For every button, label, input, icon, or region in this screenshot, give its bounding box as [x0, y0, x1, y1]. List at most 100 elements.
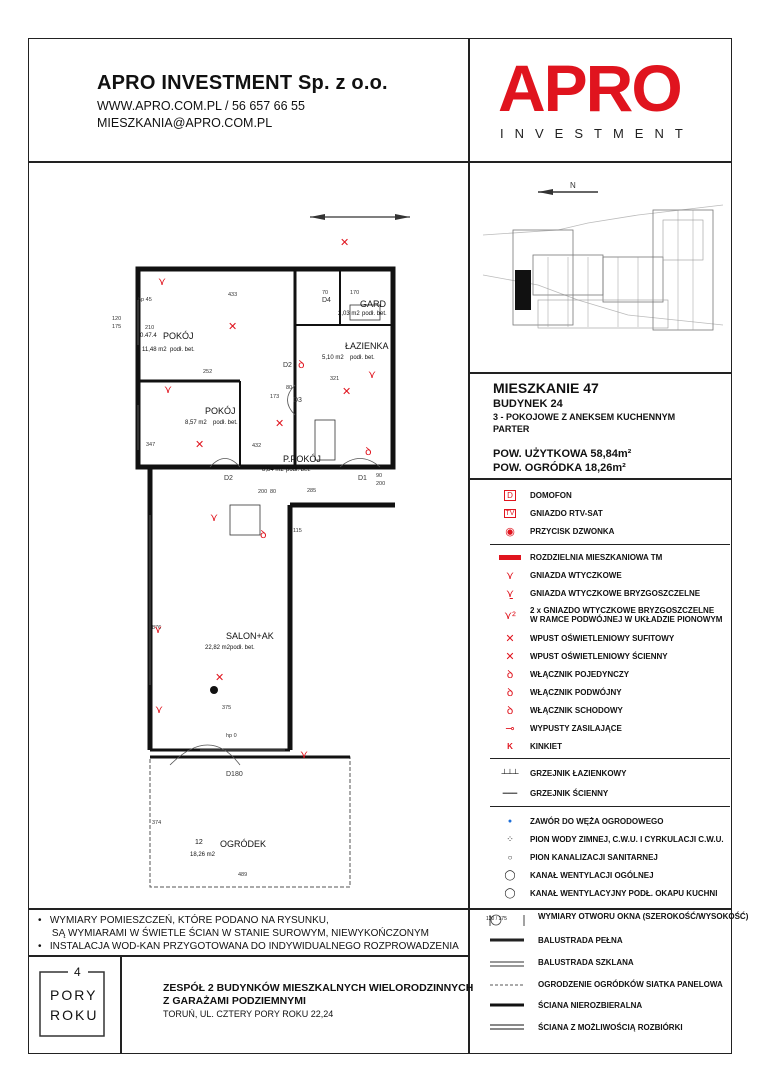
dimension: 285 — [307, 488, 317, 494]
hood-ventilation-icon: ◯ — [504, 887, 516, 899]
footer-title-1: ZESPÓŁ 2 BUDYNKÓW MIESZKALNYCH WIELORODZ… — [163, 982, 474, 994]
splashproof-socket-icon: ⋎̱ — [505, 587, 515, 600]
door-tag: D3 — [293, 397, 302, 404]
dimension: 321 — [330, 376, 340, 382]
area-usable: POW. UŻYTKOWA 58,84m² — [493, 448, 632, 460]
dimension: 489 — [238, 872, 248, 878]
staircase-switch-icon: ꝺ — [506, 704, 514, 717]
ceiling-light-icon: ✕ — [505, 632, 515, 645]
wall-radiator-icon: ━━━ — [502, 788, 518, 798]
dimension: 374 — [152, 820, 162, 826]
dimension: 115 — [293, 528, 302, 534]
divider-footer — [28, 955, 468, 957]
note-item: • WYMIARY POMIESZCZEŃ, KTÓRE PODANO NA R… — [38, 915, 329, 926]
room-number: 0.47.4 — [140, 333, 157, 339]
contact-email: MIESZKANIA@APRO.COM.PL — [97, 116, 273, 130]
divider-lines — [468, 908, 732, 910]
room-floor: podł. bet. — [230, 645, 255, 651]
sheet-frame — [28, 38, 732, 1054]
dimension: 70 — [322, 290, 329, 296]
room-name: SALON+AK — [226, 631, 274, 641]
room-name: POKÓJ — [163, 331, 194, 341]
legend-solid-railing: BALUSTRADA PEŁNA — [538, 936, 623, 945]
room-area: 18,26 m2 — [190, 852, 216, 858]
socket-mark: ⋎ — [164, 384, 173, 396]
water-riser-icon: ⁘ — [506, 833, 514, 844]
sconce-icon: K — [507, 741, 513, 751]
room-area: 8,57 m2 — [185, 420, 207, 426]
legend-item: ━━━ GRZEJNIK ŚCIENNY — [490, 784, 608, 802]
legend-item: ✕ WPUST OŚWIETLENIOWY SUFITOWY — [490, 629, 674, 647]
legend-item: ⋎̱ GNIAZDA WTYCZKOWE BRYZGOSZCZELNE — [490, 584, 700, 602]
floor-plan-drawing — [135, 214, 410, 888]
legend-item: ꝺ WŁĄCZNIK POJEDYNCZY — [490, 665, 629, 683]
legend-item: ◯ KANAŁ WENTYLACJI OGÓLNEJ — [490, 866, 653, 884]
apartment-building: BUDYNEK 24 — [493, 398, 563, 410]
socket-mark: ⋎ — [155, 704, 164, 716]
apartment-type: 3 - POKOJOWE Z ANEKSEM KUCHENNYM — [493, 412, 676, 422]
dimension: 876 — [152, 625, 162, 631]
dimension: 90 — [376, 473, 383, 479]
divider-notes — [28, 908, 468, 910]
switch-mark: ꝺ — [298, 359, 305, 371]
distribution-board-icon — [490, 550, 530, 564]
dimension: 200 — [258, 489, 268, 495]
door-tag: D2 — [224, 475, 233, 482]
dimension: 80 — [286, 385, 293, 391]
garden-valve-icon: ● — [507, 817, 513, 825]
legend-item: ꝺ WŁĄCZNIK PODWÓJNY — [490, 683, 622, 701]
switch-mark: ꝺ — [365, 446, 372, 458]
divider-info — [468, 372, 732, 374]
ventilation-icon: ◯ — [504, 869, 516, 881]
legend-item: ● ZAWÓR DO WĘŻA OGRODOWEGO — [490, 812, 664, 830]
company-name: APRO INVESTMENT Sp. z o.o. — [97, 72, 388, 94]
room-area: 5,10 m2 — [322, 355, 344, 361]
dimension: 432 — [252, 443, 262, 449]
dimension: 170 — [350, 290, 360, 296]
header-divider — [28, 161, 732, 163]
ceiling-light-mark: ✕ — [340, 237, 350, 249]
room-name: POKÓJ — [205, 406, 236, 416]
socket-mark: ⋎ — [154, 624, 163, 636]
room-floor: podł. bet. — [213, 420, 238, 426]
legend-item: ⊸ WYPUSTY ZASILAJĄCE — [490, 719, 621, 737]
dimension: 210 — [145, 325, 155, 331]
socket-mark: ⋎ — [300, 749, 309, 761]
line-legend: 120 / 175 WYMIARY OTWORU OKNA (SZEROKOŚĆ… — [482, 912, 748, 1050]
legend-removable-wall: ŚCIANA Z MOŻLIWOŚCIĄ ROZBIÓRKI — [538, 1023, 683, 1032]
dimension: 173 — [270, 394, 280, 400]
footer-address: TORUŃ, UL. CZTERY PORY ROKU 22,24 — [163, 1009, 334, 1019]
footer-title-2: Z GARAŻAMI PODZIEMNYMI — [163, 995, 306, 1007]
legend-window-dims: WYMIARY OTWORU OKNA (SZEROKOŚĆ/WYSOKOŚĆ) — [538, 912, 749, 921]
room-name: ŁAZIENKA — [345, 341, 389, 351]
room-floor: podł. bet. — [362, 311, 387, 317]
dimension: 200 — [376, 481, 386, 487]
legend-item: D DOMOFON — [490, 486, 572, 504]
site-plan-drawing: N — [482, 181, 724, 331]
legend-divider — [490, 806, 730, 807]
dimension: 80 — [270, 489, 277, 495]
apro-logo-sub: INVESTMENT — [500, 126, 694, 141]
ceiling-light-mark: ✕ — [195, 439, 205, 451]
legend-item: ○ PION KANALIZACJI SANITARNEJ — [490, 848, 658, 866]
legend-item: ⁘ PION WODY ZIMNEJ, C.W.U. I CYRKULACJI … — [490, 830, 723, 848]
door-tag: D180 — [226, 771, 243, 778]
legend: D DOMOFON TV GNIAZDO RTV-SAT ◉ PRZYCISK … — [490, 486, 730, 906]
window-dim-label: 120 / 175 — [486, 916, 507, 922]
power-outlet-icon: ⊸ — [505, 722, 515, 735]
line-legend-symbols — [489, 914, 525, 1030]
footer-right-divider — [468, 908, 470, 1054]
legend-divider — [490, 544, 730, 545]
north-label: N — [570, 181, 576, 190]
intercom-icon: D — [490, 488, 530, 502]
room-floor: podł. bet. — [286, 467, 311, 473]
divider-legend — [468, 478, 732, 480]
apro-logo: APRO — [498, 51, 683, 125]
notes: • WYMIARY POMIESZCZEŃ, KTÓRE PODANO NA R… — [38, 914, 459, 953]
room-floor: podł. bet. — [350, 355, 375, 361]
contact-line: WWW.APRO.COM.PL / 56 657 66 55 — [97, 99, 305, 113]
room-area: 11,48 m2 — [142, 347, 167, 353]
legend-item: ✕ WPUST OŚWIETLENIOWY ŚCIENNY — [490, 647, 667, 665]
single-switch-icon: ꝺ — [506, 668, 514, 681]
